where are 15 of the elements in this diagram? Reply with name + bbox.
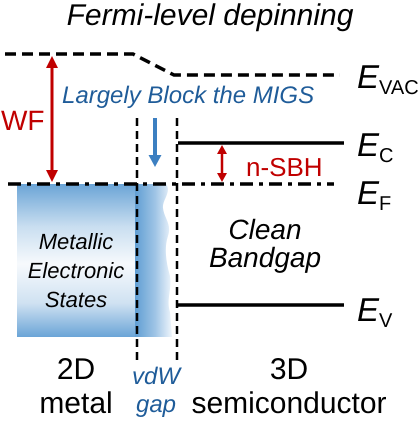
gap-shading [135,184,172,337]
material-label: 3D semiconductor [190,353,388,421]
metallic-states-panel [17,184,135,337]
work-function-label: WF [1,105,45,137]
region-label: Clean Bandgap [208,216,322,272]
annotation-text: Largely Block the MIGS [62,82,314,110]
energy-level-label: E$_{VAC}$ [357,60,419,93]
material-label: 2D metal [38,353,114,421]
barrier-height-label: n-SBH [246,152,323,182]
gap-label: vdW gap [131,363,183,419]
diagram-title: Fermi-level depinning [66,0,354,31]
states-label: Metallic Electronic States [26,228,126,314]
energy-level-label: E$_{F}$ [357,176,392,209]
energy-level-label: E$_{C}$ [357,128,394,161]
energy-level-label: E$_{V}$ [357,293,392,326]
